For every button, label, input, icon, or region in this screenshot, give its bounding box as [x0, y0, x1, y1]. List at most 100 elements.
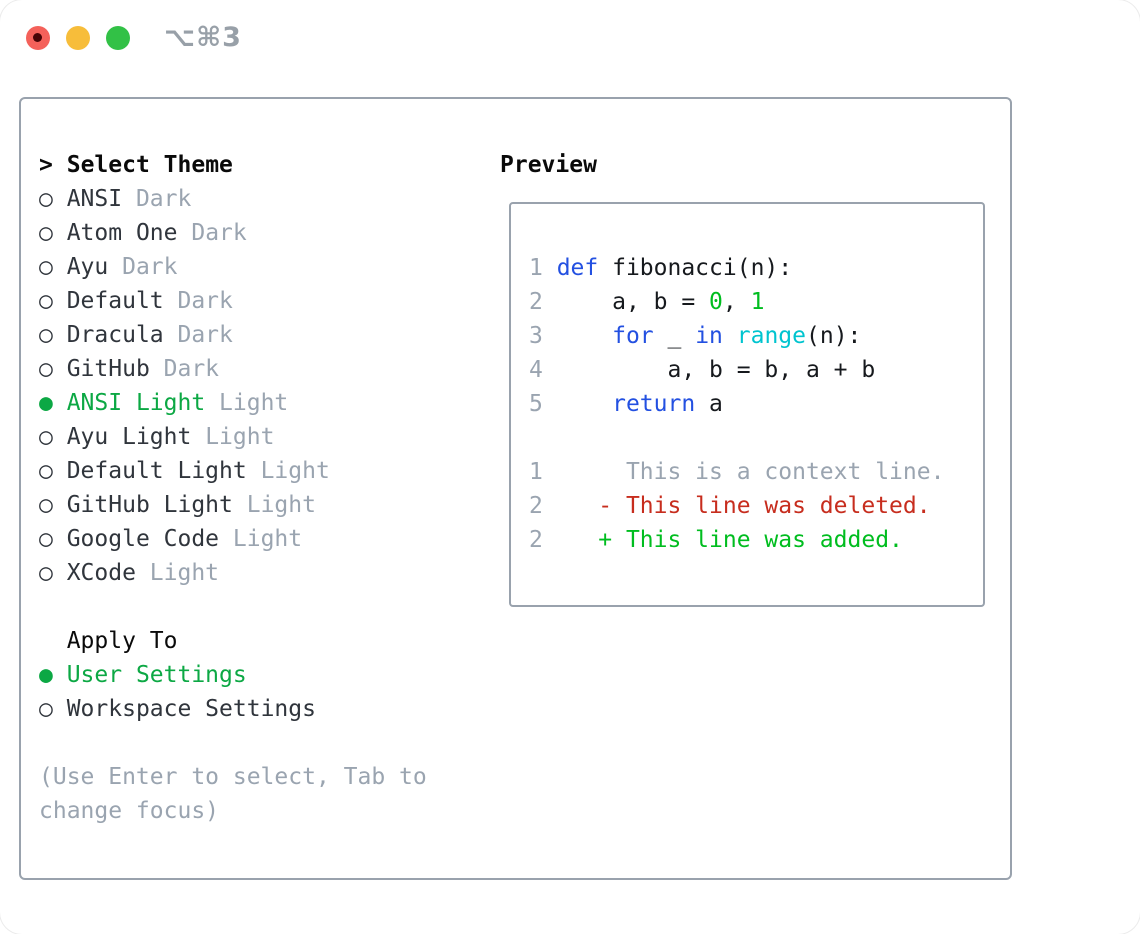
apply-to-list: ● User Settings○ Workspace Settings: [39, 658, 427, 726]
close-button[interactable]: [26, 26, 50, 50]
spacer: [39, 590, 427, 624]
code-line: 5 return a: [529, 387, 944, 421]
code-segment: ,: [722, 289, 751, 315]
line-number: 2: [529, 527, 599, 553]
spacer: [529, 421, 944, 455]
theme-name: GitHub Light: [52, 492, 247, 518]
line-number: 5: [529, 391, 557, 417]
theme-variant: Dark: [163, 356, 220, 382]
minimize-button[interactable]: [66, 26, 90, 50]
code-segment: [723, 323, 737, 349]
radio-icon: ○: [39, 526, 53, 552]
theme-name: ANSI Light: [52, 390, 220, 416]
code-segment: a, b = b, a + b: [556, 357, 876, 383]
spacer: [39, 726, 427, 760]
theme-variant: Light: [205, 424, 275, 450]
theme-name: Default: [52, 288, 178, 314]
theme-variant: Dark: [191, 220, 247, 246]
theme-option[interactable]: ○ Ayu Light Light: [39, 420, 427, 454]
theme-name: Dracula: [52, 322, 178, 348]
radio-icon: ○: [39, 356, 53, 382]
radio-icon: ○: [39, 186, 53, 212]
help-text-line-1: (Use Enter to select, Tab to: [39, 764, 427, 790]
code-line: 1 def fibonacci(n):: [529, 251, 944, 285]
radio-icon: ○: [39, 492, 53, 518]
apply-to-name: Workspace Settings: [52, 696, 316, 722]
radio-icon: ○: [39, 458, 53, 484]
theme-option[interactable]: ○ XCode Light: [39, 556, 427, 590]
theme-name: GitHub: [52, 356, 164, 382]
theme-variant: Dark: [135, 186, 192, 212]
line-number: 3: [529, 323, 557, 349]
diff-text: - This line was deleted.: [598, 493, 931, 519]
main-panel: > Select Theme ○ ANSI Dark○ Atom One Dar…: [19, 97, 1012, 880]
theme-option[interactable]: ○ Dracula Dark: [39, 318, 427, 352]
theme-name: Ayu Light: [52, 424, 206, 450]
code-segment: for: [612, 323, 654, 349]
code-segment: (n):: [806, 323, 862, 349]
theme-option[interactable]: ○ Default Light Light: [39, 454, 427, 488]
theme-option[interactable]: ○ GitHub Dark: [39, 352, 427, 386]
code-segment: [557, 323, 612, 349]
apply-to-name: User Settings: [52, 662, 247, 688]
theme-option[interactable]: ○ Default Dark: [39, 284, 427, 318]
theme-option[interactable]: ○ Google Code Light: [39, 522, 427, 556]
line-number: 2: [529, 289, 557, 315]
theme-option[interactable]: ○ ANSI Dark: [39, 182, 427, 216]
code-line: 3 for _ in range(n):: [529, 319, 944, 353]
diff-line-deleted: 2 - This line was deleted.: [529, 489, 944, 523]
theme-variant: Light: [149, 560, 220, 586]
preview-title: Preview: [500, 152, 597, 178]
code-line: 2 a, b = 0, 1: [529, 285, 944, 319]
theme-variant: Light: [260, 458, 330, 484]
prompt-caret-icon: >: [39, 152, 53, 178]
apply-to-option[interactable]: ○ Workspace Settings: [39, 692, 427, 726]
diff-text: This is a context line.: [598, 459, 945, 485]
apply-to-title: Apply To: [66, 628, 178, 654]
code-segment: range: [736, 323, 806, 349]
theme-name: Ayu: [52, 254, 123, 280]
diff-text: + This line was added.: [598, 527, 903, 553]
zoom-button[interactable]: [106, 26, 130, 50]
theme-option[interactable]: ● ANSI Light Light: [39, 386, 427, 420]
code-segment: 0: [709, 289, 723, 315]
code-line: 4 a, b = b, a + b: [529, 353, 944, 387]
radio-icon: ○: [39, 322, 53, 348]
theme-selector: > Select Theme ○ ANSI Dark○ Atom One Dar…: [39, 148, 427, 828]
theme-option[interactable]: ○ Ayu Dark: [39, 250, 427, 284]
theme-option[interactable]: ○ GitHub Light Light: [39, 488, 427, 522]
code-segment: def: [556, 255, 599, 281]
code-segment: _: [653, 323, 696, 349]
code-segment: a: [695, 391, 723, 417]
theme-variant: Dark: [177, 322, 233, 348]
apply-to-option[interactable]: ● User Settings: [39, 658, 427, 692]
radio-icon: ○: [39, 424, 53, 450]
theme-variant: Light: [219, 390, 289, 416]
radio-icon: ●: [39, 390, 53, 416]
radio-icon: ●: [39, 662, 53, 688]
close-button-dot-icon: [33, 33, 42, 42]
line-number: 4: [529, 357, 557, 383]
radio-icon: ○: [39, 220, 53, 246]
line-number: 1: [529, 255, 557, 281]
theme-name: ANSI: [52, 186, 136, 212]
code-segment: return: [612, 391, 696, 417]
theme-variant: Light: [232, 526, 303, 552]
theme-name: Google Code: [52, 526, 233, 552]
theme-name: XCode: [52, 560, 150, 586]
line-number: 2: [529, 493, 599, 519]
code-segment: 1: [750, 289, 765, 315]
radio-icon: ○: [39, 288, 53, 314]
theme-name: Atom One: [52, 220, 192, 246]
theme-variant: Light: [246, 492, 316, 518]
diff-line-added: 2 + This line was added.: [529, 523, 944, 557]
help-text-line-2: change focus): [39, 798, 220, 824]
code-segment: [557, 391, 612, 417]
radio-icon: ○: [39, 254, 53, 280]
line-number: 1: [529, 459, 599, 485]
theme-option[interactable]: ○ Atom One Dark: [39, 216, 427, 250]
code-segment: fibonacci(n):: [598, 255, 793, 281]
